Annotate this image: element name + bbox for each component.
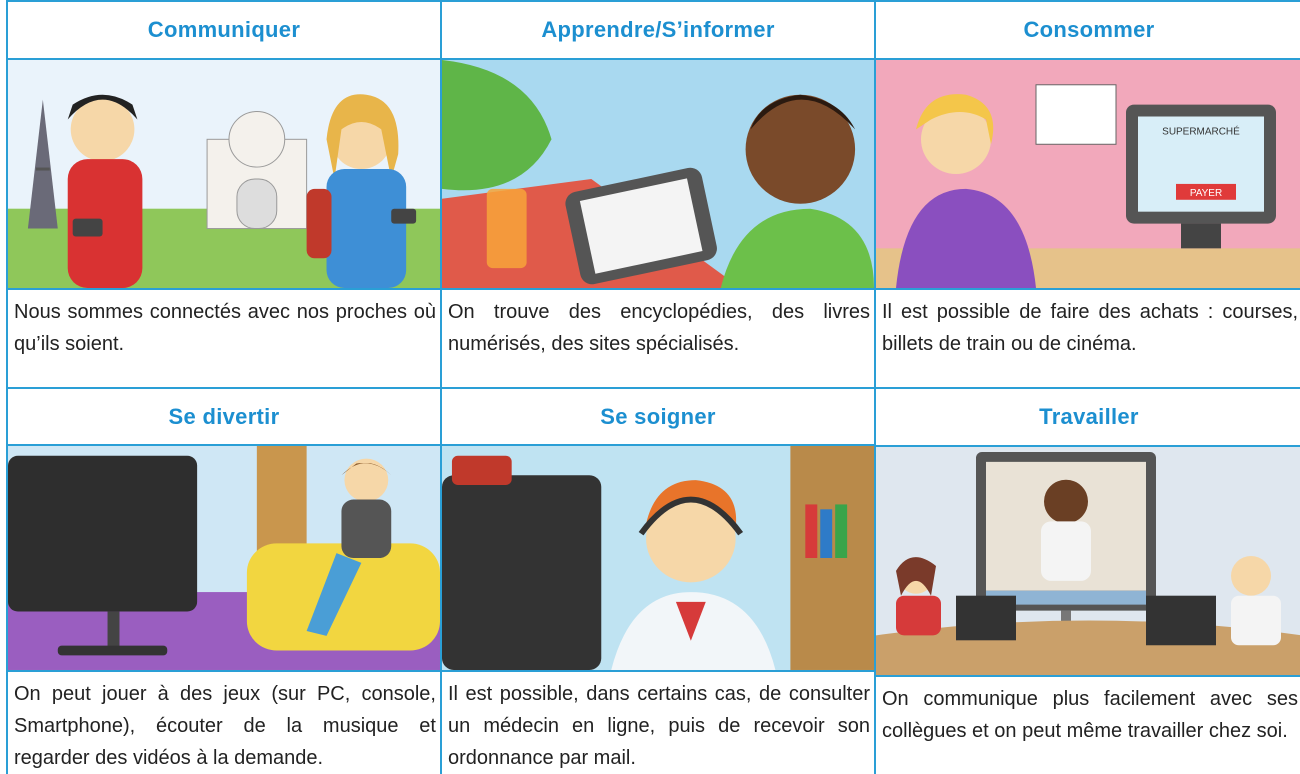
card-apprendre: Apprendre/S’informer On trouve des encyc… xyxy=(442,0,876,387)
illustration-se-soigner xyxy=(442,446,874,672)
card-title: Travailler xyxy=(876,389,1300,447)
illustration-se-divertir xyxy=(8,446,440,672)
card-title: Apprendre/S’informer xyxy=(442,2,874,60)
card-title: Consommer xyxy=(876,2,1300,60)
card-communiquer: Communiquer Nous sommes conn xyxy=(8,0,442,387)
card-title: Communiquer xyxy=(8,2,440,60)
illustration-consommer: SUPERMARCHÉ PAYER xyxy=(876,60,1300,290)
card-consommer: Consommer SUPERMARCHÉ PAYER Il est possi… xyxy=(876,0,1300,387)
card-text: Il est possible, dans certains cas, de c… xyxy=(448,683,870,769)
screen-label-supermarche: SUPERMARCHÉ xyxy=(1162,126,1240,137)
screen-label-payer: PAYER xyxy=(1190,188,1222,199)
card-text: On trouve des encyclopédies, des livres … xyxy=(448,301,870,355)
cards-grid: Communiquer Nous sommes conn xyxy=(6,0,1300,774)
illustration-travailler xyxy=(876,447,1300,677)
card-travailler: Travailler On communique plus facilem xyxy=(876,387,1300,774)
card-se-soigner: Se soigner Il est possible, dans certain… xyxy=(442,387,876,774)
card-text: Il est possible de faire des achats : co… xyxy=(882,301,1298,355)
card-text: On communique plus facilement avec ses c… xyxy=(882,688,1298,742)
card-title: Se divertir xyxy=(8,389,440,447)
card-text: On peut jouer à des jeux (sur PC, consol… xyxy=(14,683,436,769)
card-text: Nous sommes connectés avec nos proches o… xyxy=(14,301,436,355)
card-se-divertir: Se divertir On peut jouer à des jeux (su… xyxy=(8,387,442,774)
card-title: Se soigner xyxy=(442,389,874,447)
illustration-apprendre xyxy=(442,60,874,290)
illustration-communiquer xyxy=(8,60,440,290)
